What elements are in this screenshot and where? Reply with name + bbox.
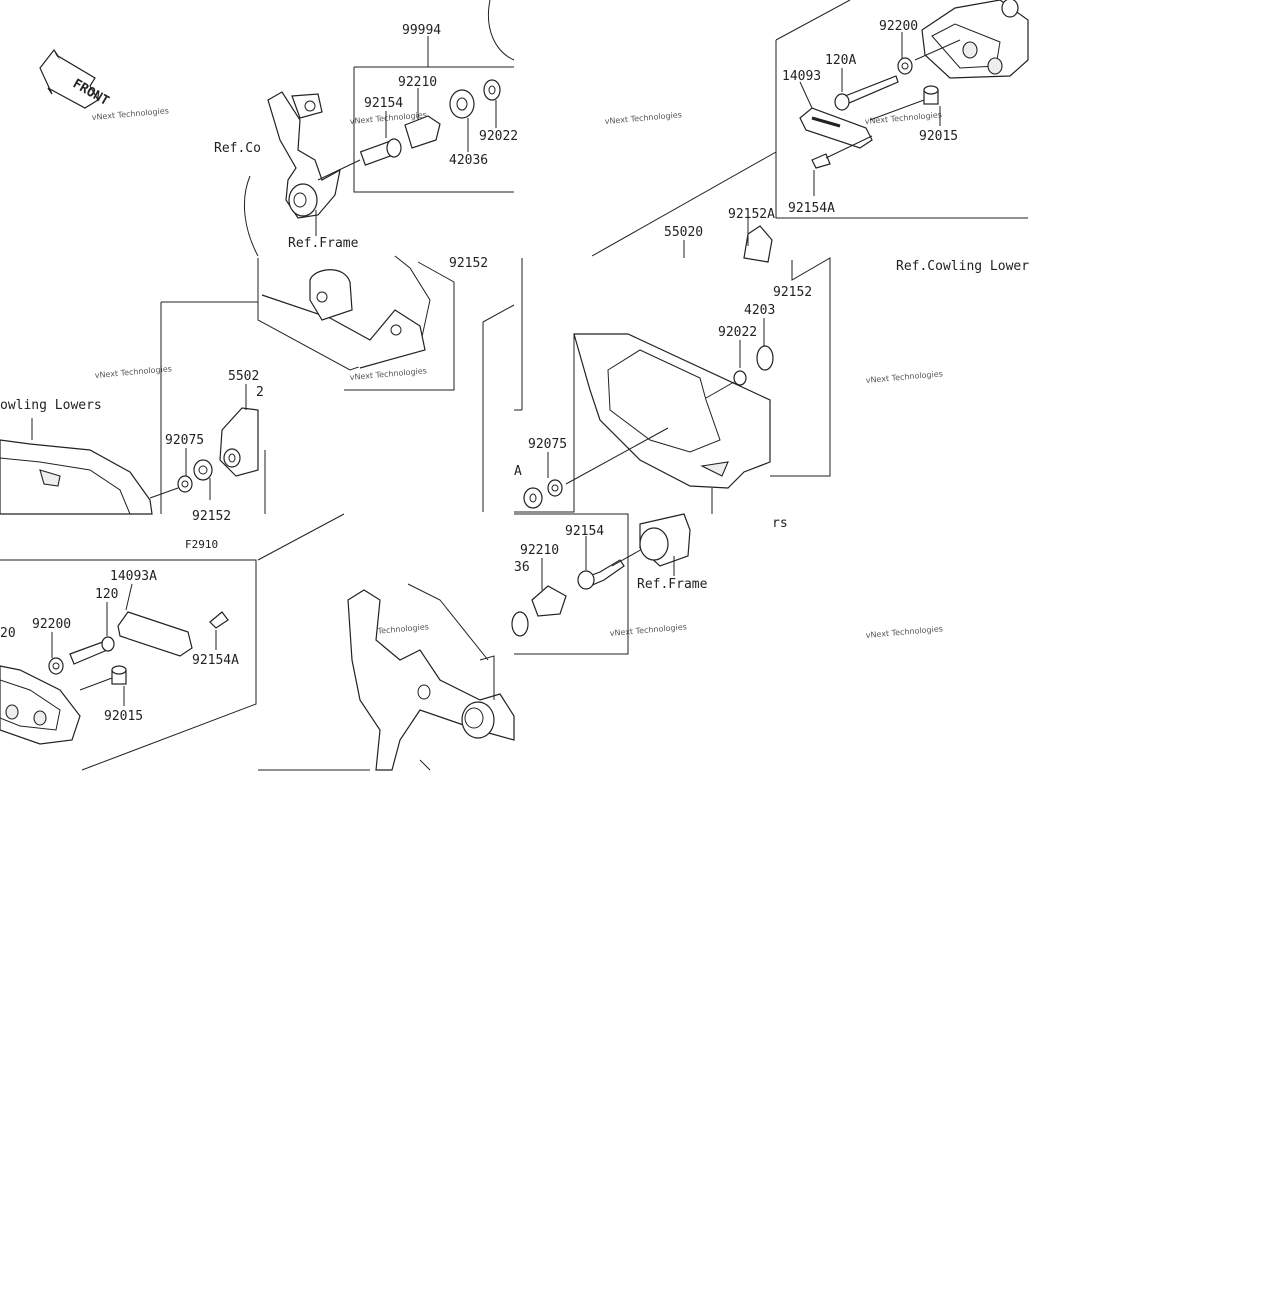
part-label: 36 bbox=[514, 560, 530, 575]
part-label: 2 bbox=[256, 385, 264, 400]
part-label: 92154 bbox=[565, 524, 604, 539]
ref-label: owling Lowers bbox=[0, 398, 102, 413]
tile-mid-right: 92152A 55020 92152 4203 92022 92075 A rs bbox=[482, 151, 831, 531]
part-label: 92200 bbox=[32, 617, 71, 632]
ref-label: Ref.Frame bbox=[637, 577, 708, 592]
ref-label: rs bbox=[772, 516, 788, 531]
tile-top-right: 120A 92200 14093 92015 92154A Ref.Cowlin… bbox=[775, 0, 1029, 274]
part-label: 92200 bbox=[879, 19, 918, 34]
tile-bottom-right: 92210 36 92154 Ref.Frame bbox=[511, 513, 708, 655]
ref-label: Ref.Cowling Lower bbox=[896, 259, 1029, 274]
part-label: 55020 bbox=[664, 225, 703, 240]
part-label: 92075 bbox=[528, 437, 567, 452]
part-label: 92022 bbox=[479, 129, 518, 144]
figure-code: F2910 bbox=[185, 538, 218, 551]
part-label: 92015 bbox=[104, 709, 143, 724]
tile-mid-left: owling Lowers 5502 2 92075 92152 bbox=[0, 301, 266, 524]
part-label: 92152 bbox=[449, 256, 488, 271]
part-label: 92154 bbox=[364, 96, 403, 111]
tile-top-center: 99994 92154 92210 42036 92022 Ref.Co Ref… bbox=[214, 0, 518, 257]
part-label: 92154A bbox=[788, 201, 835, 216]
part-label: 99994 bbox=[402, 23, 441, 38]
tile-bottom-center bbox=[258, 583, 515, 771]
watermark: vNext Technologies bbox=[349, 366, 427, 382]
part-label: 42036 bbox=[449, 153, 488, 168]
part-label: 92152 bbox=[773, 285, 812, 300]
part-label: 92075 bbox=[165, 433, 204, 448]
watermark: vNext Technologies bbox=[609, 622, 687, 638]
part-label: 120 bbox=[95, 587, 118, 602]
watermark: vNext Technologies bbox=[865, 624, 943, 640]
ref-label: Ref.Frame bbox=[288, 236, 359, 251]
part-label: 4203 bbox=[744, 303, 775, 318]
part-label: 92154A bbox=[192, 653, 239, 668]
part-label: 120A bbox=[825, 53, 856, 68]
part-label: 92210 bbox=[520, 543, 559, 558]
part-label: A bbox=[514, 464, 522, 479]
part-label: 14093A bbox=[110, 569, 157, 584]
watermark: vNext Technologies bbox=[91, 106, 169, 122]
tile-bottom-left: F2910 14093A 120 20 92200 92154A 92015 bbox=[0, 513, 345, 771]
front-arrow-icon: FRONT bbox=[39, 48, 112, 109]
part-label: 20 bbox=[0, 626, 16, 641]
part-label: 92152 bbox=[192, 509, 231, 524]
watermark: vNext Technologies bbox=[604, 110, 682, 126]
part-label: 92210 bbox=[398, 75, 437, 90]
watermark: vNext Technologies bbox=[865, 369, 943, 385]
ref-label: Ref.Co bbox=[214, 141, 261, 156]
part-label: 5502 bbox=[228, 369, 259, 384]
part-label: 92015 bbox=[919, 129, 958, 144]
part-label: 14093 bbox=[782, 69, 821, 84]
part-label: 92022 bbox=[718, 325, 757, 340]
part-label: 92152A bbox=[728, 207, 775, 222]
tile-mid-center: 92152 bbox=[257, 255, 488, 391]
